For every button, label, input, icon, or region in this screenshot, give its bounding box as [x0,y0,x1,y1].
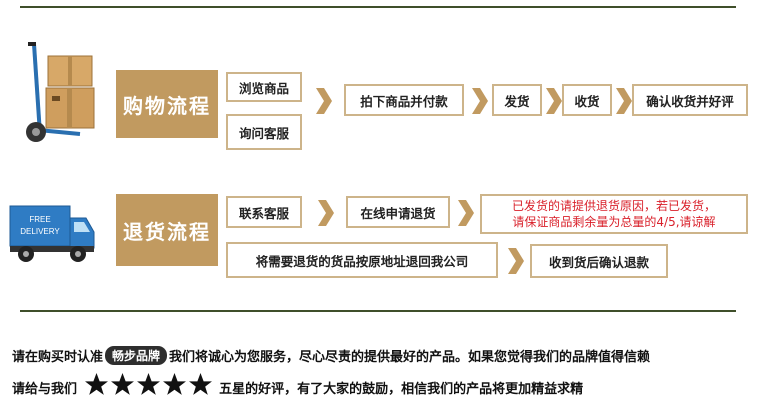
step-confirm-refund: 收到货后确认退款 [530,244,668,278]
step-receive: 收货 [562,84,612,116]
star-icon [188,373,212,395]
chevron-right-icon [546,88,562,114]
footer-line-2: 请给与我们 五星的好评，有了大家的鼓励，相信我们的产品将更加精益求精 [12,372,583,397]
chevron-right-icon [316,88,332,114]
step-ask-customer-service: 询问客服 [226,114,302,150]
step-apply-return-online: 在线申请退货 [346,196,450,228]
brand-badge: 畅步品牌 [105,346,168,365]
footer-divider [20,310,736,312]
step-confirm-and-review: 确认收货并好评 [632,84,748,116]
star-icon [162,373,186,395]
truck-text-free: FREE [29,215,50,224]
chevron-right-icon [458,200,474,226]
footer-line-1: 请在购买时认准畅步品牌我们将诚心为您服务，尽心尽责的提供最好的产品。如果您觉得我… [12,346,650,365]
step-ship: 发货 [492,84,542,116]
footer-line1-suffix: 我们将诚心为您服务，尽心尽责的提供最好的产品。如果您觉得我们的品牌值得信赖 [169,350,651,365]
return-policy-note: 已发货的请提供退货原因，若已发货， 请保证商品剩余量为总量的4/5,请谅解 [480,194,748,234]
truck-text-delivery: DELIVERY [20,227,60,236]
five-star-rating [84,372,213,397]
footer-line1-prefix: 请在购买时认准 [12,350,104,365]
chevron-right-icon [616,88,632,114]
step-contact-customer-service: 联系客服 [226,196,302,228]
star-icon [136,373,160,395]
chevron-right-icon [318,200,334,226]
step-send-goods-back: 将需要退货的货品按原地址退回我公司 [226,242,498,278]
return-note-line-1: 已发货的请提供退货原因，若已发货， [511,199,716,213]
hand-truck-boxes-icon [26,42,95,142]
step-browse-products: 浏览商品 [226,72,302,102]
shopping-flow-title: 购物流程 [116,70,218,138]
return-note-line-2: 请保证商品剩余量为总量的4/5,请谅解 [512,215,716,229]
chevron-right-icon [472,88,488,114]
footer-line2-suffix: 五星的好评，有了大家的鼓励，相信我们的产品将更加精益求精 [219,382,584,397]
footer-line2-prefix: 请给与我们 [12,382,78,397]
chevron-right-icon [508,248,524,274]
step-order-and-pay: 拍下商品并付款 [344,84,464,116]
top-divider [20,6,736,8]
star-icon [84,373,108,395]
star-icon [110,373,134,395]
delivery-truck-icon: FREE DELIVERY [9,205,95,262]
returns-flow-title: 退货流程 [116,194,218,266]
